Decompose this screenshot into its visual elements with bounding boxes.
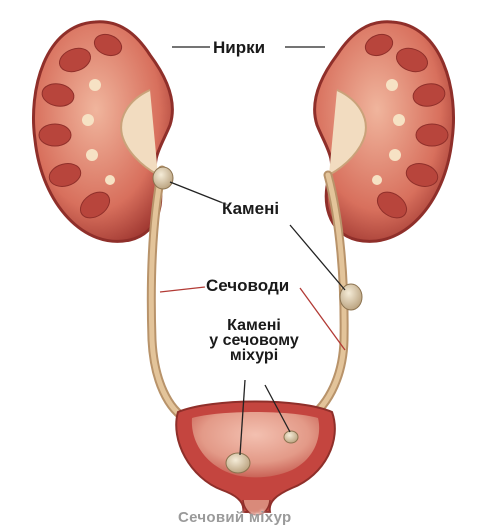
label-ureters: Сечоводи (206, 277, 289, 294)
label-kidneys: Нирки (213, 39, 265, 56)
label-bladder-stones: Камені у сечовому міхурі (193, 318, 315, 363)
label-bladder-stones-line2: у сечовому (193, 333, 315, 348)
label-bladder: Сечовий міхур (178, 510, 292, 525)
label-bladder-stones-line3: міхурі (193, 348, 315, 363)
label-stones: Камені (222, 200, 279, 217)
bladder (176, 402, 335, 516)
label-bladder-stones-line1: Камені (193, 318, 315, 333)
